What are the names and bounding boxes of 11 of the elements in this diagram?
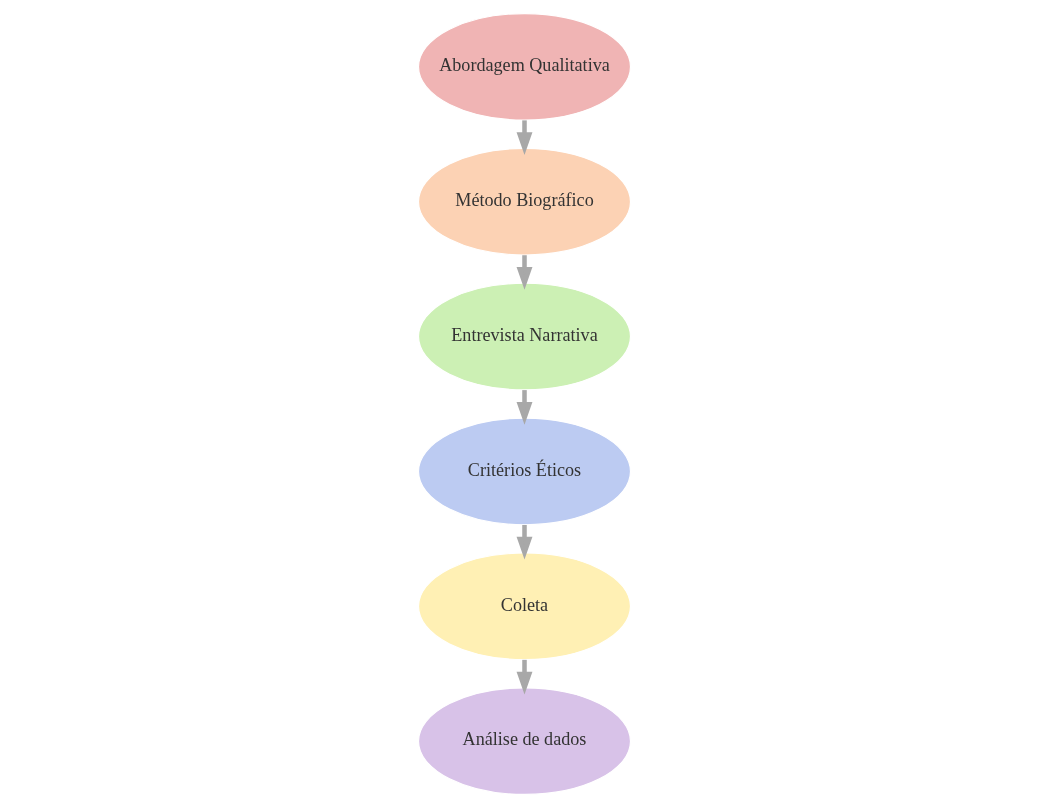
node-ellipse: Entrevista Narrativa xyxy=(417,282,632,390)
arrow xyxy=(516,254,533,290)
arrow xyxy=(516,524,533,560)
arrow xyxy=(516,119,533,155)
arrow xyxy=(516,389,533,425)
node-ellipse: Análise de dados xyxy=(417,686,632,795)
node-ellipse: Critérios Éticos xyxy=(417,417,632,525)
node-ellipse: Método Biográfico xyxy=(417,147,632,256)
arrow xyxy=(516,659,533,694)
node-ellipse: Abordagem Qualitativa xyxy=(417,12,632,121)
node-ellipse: Coleta xyxy=(417,551,632,660)
